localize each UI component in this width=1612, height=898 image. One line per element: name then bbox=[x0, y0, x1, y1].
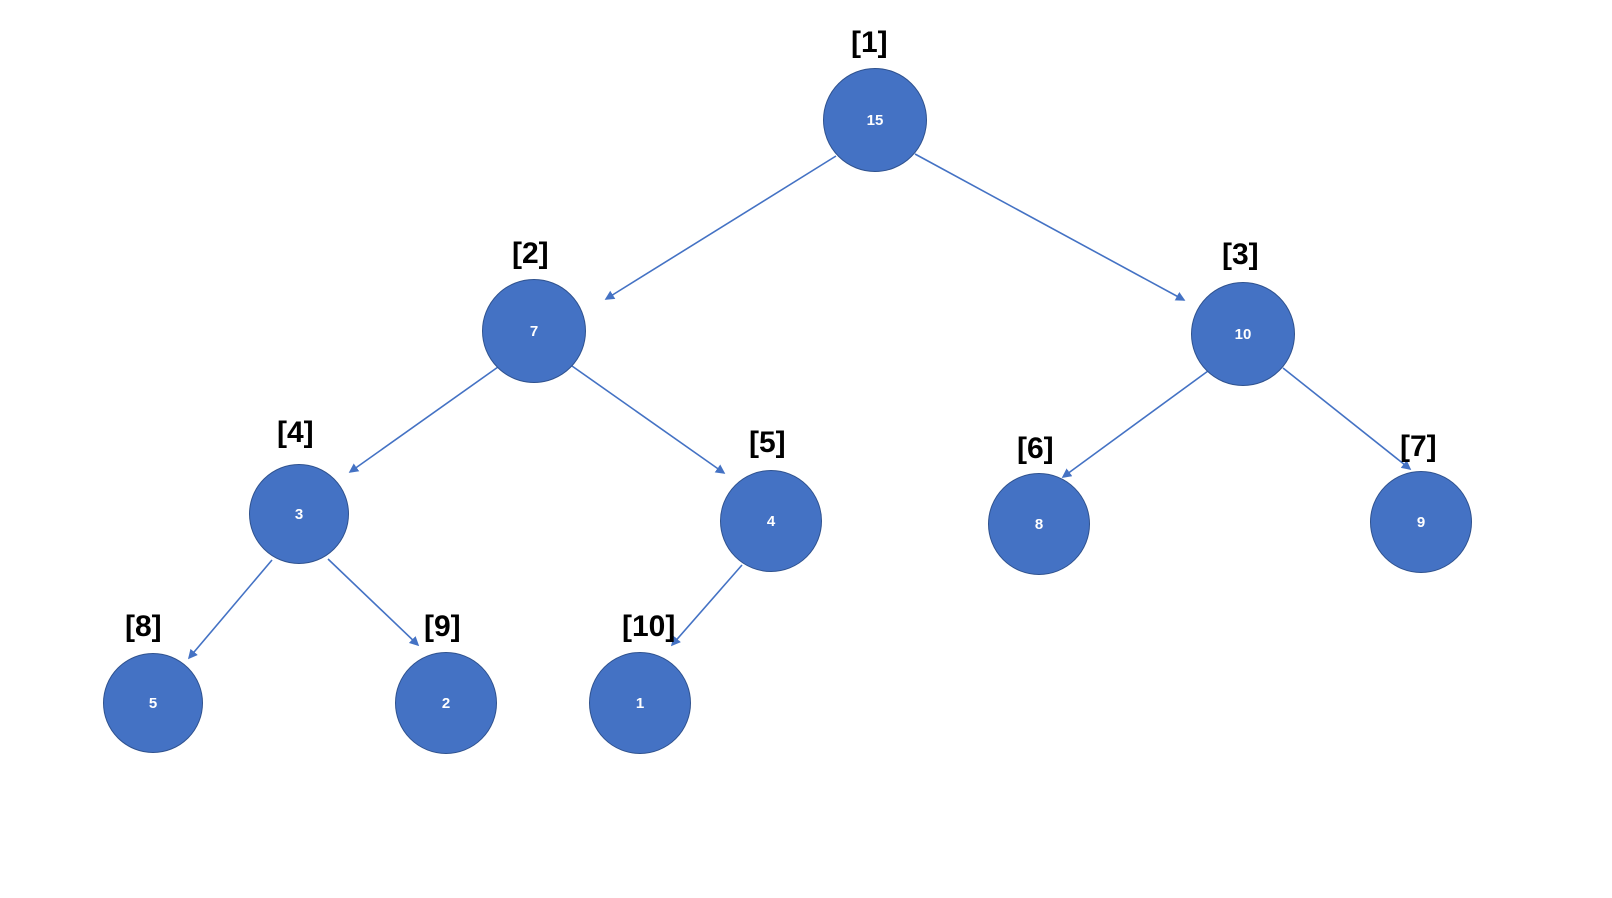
tree-edge bbox=[1061, 370, 1209, 478]
tree-node-index-label: [4] bbox=[277, 416, 314, 449]
tree-node-value: 2 bbox=[441, 694, 451, 712]
tree-edge bbox=[604, 155, 837, 300]
tree-node-index-label: [1] bbox=[851, 26, 888, 59]
tree-node-value: 3 bbox=[294, 505, 304, 523]
tree-node-index-label: [9] bbox=[424, 610, 461, 643]
tree-edge bbox=[1282, 367, 1412, 470]
tree-node[interactable]: 9 bbox=[1370, 471, 1472, 573]
tree-node-value: 10 bbox=[1234, 325, 1252, 343]
tree-node[interactable]: 4 bbox=[720, 470, 822, 572]
tree-edge bbox=[571, 365, 726, 474]
tree-node-index-label: [10] bbox=[622, 610, 676, 643]
tree-edge bbox=[670, 564, 743, 647]
tree-node-value: 8 bbox=[1034, 515, 1044, 533]
tree-node[interactable]: 3 bbox=[249, 464, 349, 564]
tree-node[interactable]: 8 bbox=[988, 473, 1090, 575]
tree-node-value: 5 bbox=[148, 694, 158, 712]
tree-node-index-label: [2] bbox=[512, 237, 549, 270]
tree-edge bbox=[914, 153, 1186, 301]
tree-edge bbox=[327, 558, 420, 647]
tree-node[interactable]: 1 bbox=[589, 652, 691, 754]
tree-node-index-label: [3] bbox=[1222, 238, 1259, 271]
tree-node-index-label: [6] bbox=[1017, 432, 1054, 465]
tree-node[interactable]: 15 bbox=[823, 68, 927, 172]
tree-node-index-label: [7] bbox=[1400, 430, 1437, 463]
tree-node-index-label: [5] bbox=[749, 426, 786, 459]
tree-node[interactable]: 2 bbox=[395, 652, 497, 754]
tree-node[interactable]: 10 bbox=[1191, 282, 1295, 386]
tree-node-value: 1 bbox=[635, 694, 645, 712]
tree-node-value: 7 bbox=[529, 322, 539, 340]
tree-node-index-label: [8] bbox=[125, 610, 162, 643]
tree-edge bbox=[348, 366, 499, 473]
tree-node-value: 15 bbox=[866, 111, 884, 129]
tree-node[interactable]: 7 bbox=[482, 279, 586, 383]
tree-edge bbox=[187, 559, 273, 660]
tree-node-value: 4 bbox=[766, 512, 776, 530]
tree-node-value: 9 bbox=[1416, 513, 1426, 531]
tree-node[interactable]: 5 bbox=[103, 653, 203, 753]
